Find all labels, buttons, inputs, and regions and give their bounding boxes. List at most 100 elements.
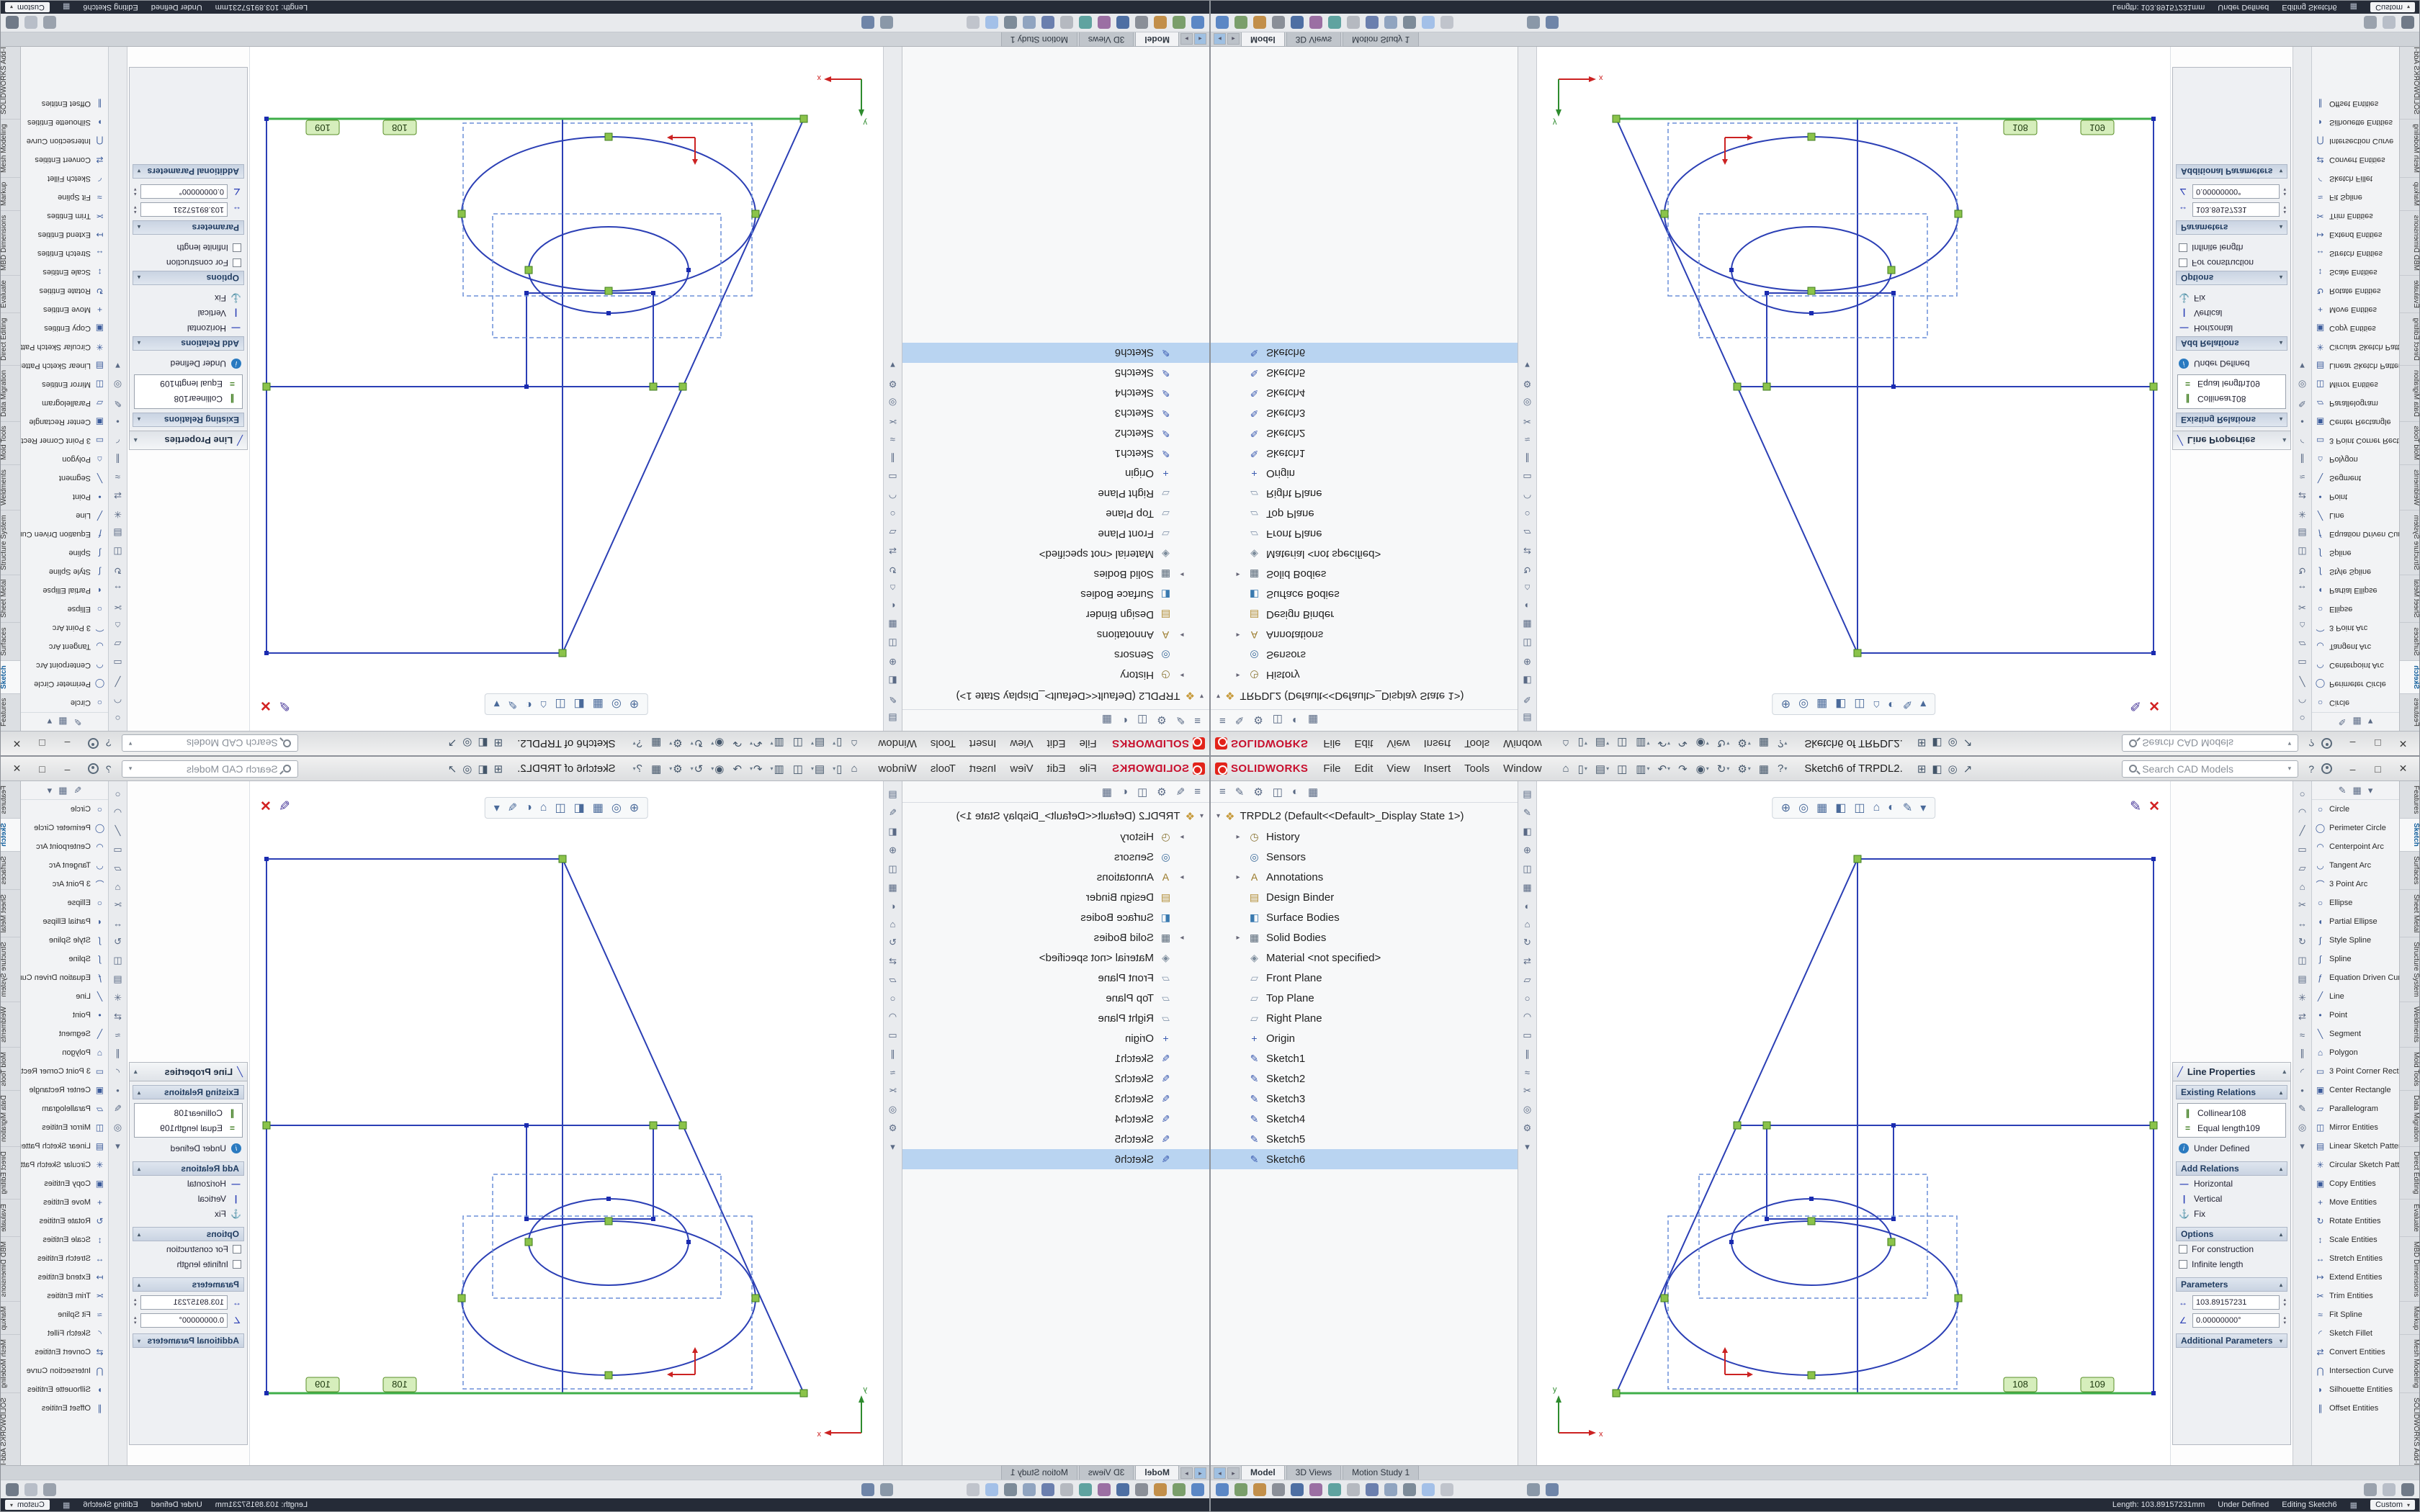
toolbar-icon[interactable]: ◎ [2298, 1122, 2307, 1133]
toolbar-icon[interactable]: ╱ [115, 676, 121, 687]
taskbar-icon[interactable] [1291, 16, 1304, 30]
feature-tree-item[interactable]: ▱ Front Plane [902, 968, 1209, 988]
taskbar-icon[interactable] [1098, 16, 1111, 30]
feature-tree-root[interactable]: ▾ ❖ TRPDL2 (Default<<Default>_Display St… [1211, 685, 1518, 706]
maximize-button[interactable]: □ [2375, 737, 2381, 750]
feature-tree-root[interactable]: ▾ ❖ TRPDL2 (Default<<Default>_Display St… [902, 685, 1209, 706]
feature-tree-item[interactable]: ▱ Front Plane [902, 524, 1209, 544]
toolbar-icon[interactable]: ▦ [2352, 784, 2362, 796]
toolbar-icon[interactable]: ◜ [115, 435, 120, 446]
expand-caret-icon[interactable]: ▸ [1236, 570, 1240, 579]
command-manager-tab[interactable]: Sheet Metal [1, 889, 20, 938]
command-manager-tab[interactable]: Mold Tools [2400, 420, 2419, 465]
sketch-tool-item[interactable]: ▤ Linear Sketch Pattern [2312, 1137, 2399, 1156]
toolbar-icon[interactable]: ✂ [2298, 602, 2306, 613]
sketch-tool-item[interactable]: • Point [2312, 1006, 2399, 1025]
home-icon[interactable]: ⌂ [847, 761, 860, 776]
toolbar-icon[interactable]: ✂ [1523, 416, 1531, 427]
command-manager-tab[interactable]: Direct Editing [2400, 312, 2419, 365]
grid-icon[interactable]: ▦ [62, 1500, 71, 1510]
feature-tree-item[interactable]: ✎ Sketch1 [1211, 1048, 1518, 1068]
toolbar-icon[interactable]: ⇄ [889, 955, 897, 966]
sketch-view-icon[interactable]: ✎ [1902, 802, 1913, 814]
toolbar-icon[interactable]: ⊕ [889, 657, 897, 667]
taskbar-icon[interactable] [1135, 1482, 1148, 1496]
toolbar-icon[interactable]: ◎ [888, 397, 897, 408]
tab-scroll-right-icon[interactable]: ▸ [1227, 33, 1240, 45]
additional-parameters-header[interactable]: Additional Parameters [133, 164, 244, 179]
command-manager-tab[interactable]: Sheet Metal [2400, 890, 2419, 938]
taskbar-icon[interactable] [1234, 1482, 1247, 1496]
sketch-tool-item[interactable]: ◫ Mirror Entities [21, 1118, 108, 1137]
sketch-tool-item[interactable]: ▣ Center Rectangle [2312, 1081, 2399, 1099]
document-tab[interactable]: 3D Views [1286, 32, 1342, 47]
toolbar-icon[interactable]: ◠ [1523, 490, 1532, 501]
feature-tree-item[interactable]: ◎ Sensors [1211, 847, 1518, 867]
sketch-tool-item[interactable]: ƒ Equation Driven Curve [21, 525, 108, 544]
command-manager-tab[interactable]: MBD Dimensions [1, 210, 20, 276]
toolbar-icon[interactable]: ◧ [888, 826, 897, 837]
select-icon[interactable]: ◉ ▾ [708, 761, 727, 777]
toolbar-icon[interactable]: ○ [115, 713, 121, 724]
sketch-tool-item[interactable]: ↕ Scale Entities [21, 1230, 108, 1249]
sketch-tool-item[interactable]: ⌒ 3 Point Arc [21, 875, 108, 894]
home-icon[interactable]: ⌂ [1560, 761, 1573, 776]
sketch-tool-item[interactable]: ▣ Center Rectangle [2312, 413, 2399, 431]
toolbar-icon[interactable]: ✎ [889, 807, 897, 818]
minimize-button[interactable]: – [64, 762, 71, 775]
toolbar-icon[interactable]: ⊕ [1523, 657, 1531, 667]
taskbar-icon[interactable] [1191, 16, 1204, 30]
feature-tree-item[interactable]: ▸ A Annotations [902, 625, 1209, 645]
toolbar-icon[interactable]: ↔ [113, 918, 122, 929]
feature-tree-item[interactable]: ✎ Sketch3 [1211, 403, 1518, 423]
cancel-sketch-icon[interactable]: ✕ [2148, 799, 2160, 814]
close-button[interactable]: ✕ [2398, 738, 2408, 750]
existing-relations-header[interactable]: Existing Relations [2176, 1085, 2287, 1099]
redo-icon[interactable]: ↷ [1675, 736, 1691, 752]
sketch-tool-item[interactable]: ◗ Silhouette Entities [21, 1380, 108, 1399]
feature-tree-item[interactable]: + Origin [902, 464, 1209, 484]
toolbar-icon[interactable]: ✎ [73, 784, 82, 796]
tab-scroll-left-icon[interactable]: ◂ [1214, 1467, 1226, 1479]
toolbar-icon[interactable]: ✳ [114, 509, 122, 520]
cancel-sketch-icon[interactable]: ✕ [260, 799, 272, 814]
taskbar-icon[interactable] [1079, 1482, 1092, 1496]
taskbar-icon[interactable] [1272, 1482, 1285, 1496]
pane-split-icon[interactable]: ▦ [1101, 786, 1112, 798]
command-manager-tab[interactable]: Surfaces [1, 852, 20, 890]
sketch-tool-item[interactable]: ◡ Tangent Arc [2312, 637, 2399, 656]
file-properties-icon[interactable]: ▦ [647, 736, 664, 752]
toolbar-icon[interactable]: ▱ [114, 639, 122, 649]
sketch-tool-item[interactable]: ✳ Circular Sketch Pattern [2312, 1156, 2399, 1174]
taskbar-icon[interactable] [1384, 1482, 1397, 1496]
sketch-tool-item[interactable]: ⌒ 3 Point Arc [2312, 618, 2399, 637]
print-icon[interactable]: ▥ ▾ [768, 761, 787, 777]
sketch-tool-item[interactable]: + Move Entities [2312, 1193, 2399, 1212]
sketch-tool-item[interactable]: ↻ Rotate Entities [2312, 1212, 2399, 1230]
toolbar-icon[interactable]: ◫ [888, 863, 897, 874]
add-window-icon[interactable]: ⊞ [1917, 737, 1927, 750]
taskbar-icon[interactable] [1422, 16, 1435, 30]
toolbar-icon[interactable]: ≈ [2299, 472, 2305, 482]
selection-boxes[interactable] [462, 1174, 753, 1390]
toolbar-icon[interactable]: ≈ [889, 434, 896, 445]
taskbar-icon[interactable] [24, 1482, 37, 1496]
taskbar-icon[interactable] [1173, 1482, 1186, 1496]
sketch-tool-item[interactable]: ⌒ 3 Point Arc [2312, 875, 2399, 894]
tab-scroll-left-icon[interactable]: ◂ [1194, 33, 1206, 45]
taskbar-icon[interactable] [861, 16, 874, 30]
feature-tree-root[interactable]: ▾ ❖ TRPDL2 (Default<<Default>_Display St… [902, 806, 1209, 827]
toolbar-icon[interactable]: ▭ [113, 844, 122, 855]
additional-parameters-header[interactable]: Additional Parameters [2176, 1333, 2287, 1348]
expand-caret-icon[interactable]: ▸ [1236, 631, 1240, 639]
sketch-tool-item[interactable]: ∫ Spline [2312, 950, 2399, 968]
minimize-button[interactable]: – [2349, 762, 2356, 775]
display-style-icon[interactable]: ◫ [1854, 698, 1865, 710]
add-relation-button[interactable]: — Horizontal [2176, 321, 2287, 336]
toolbar-icon[interactable]: ✎ [114, 398, 122, 409]
redo-icon[interactable]: ↷ [729, 761, 745, 777]
property-manager-header[interactable]: ╱ Line Properties [130, 431, 247, 449]
feature-tree-item[interactable]: ▸ ◷ History [1211, 665, 1518, 685]
toolbar-icon[interactable]: ↔ [2298, 918, 2307, 929]
add-relation-button[interactable]: — Horizontal [133, 321, 244, 336]
